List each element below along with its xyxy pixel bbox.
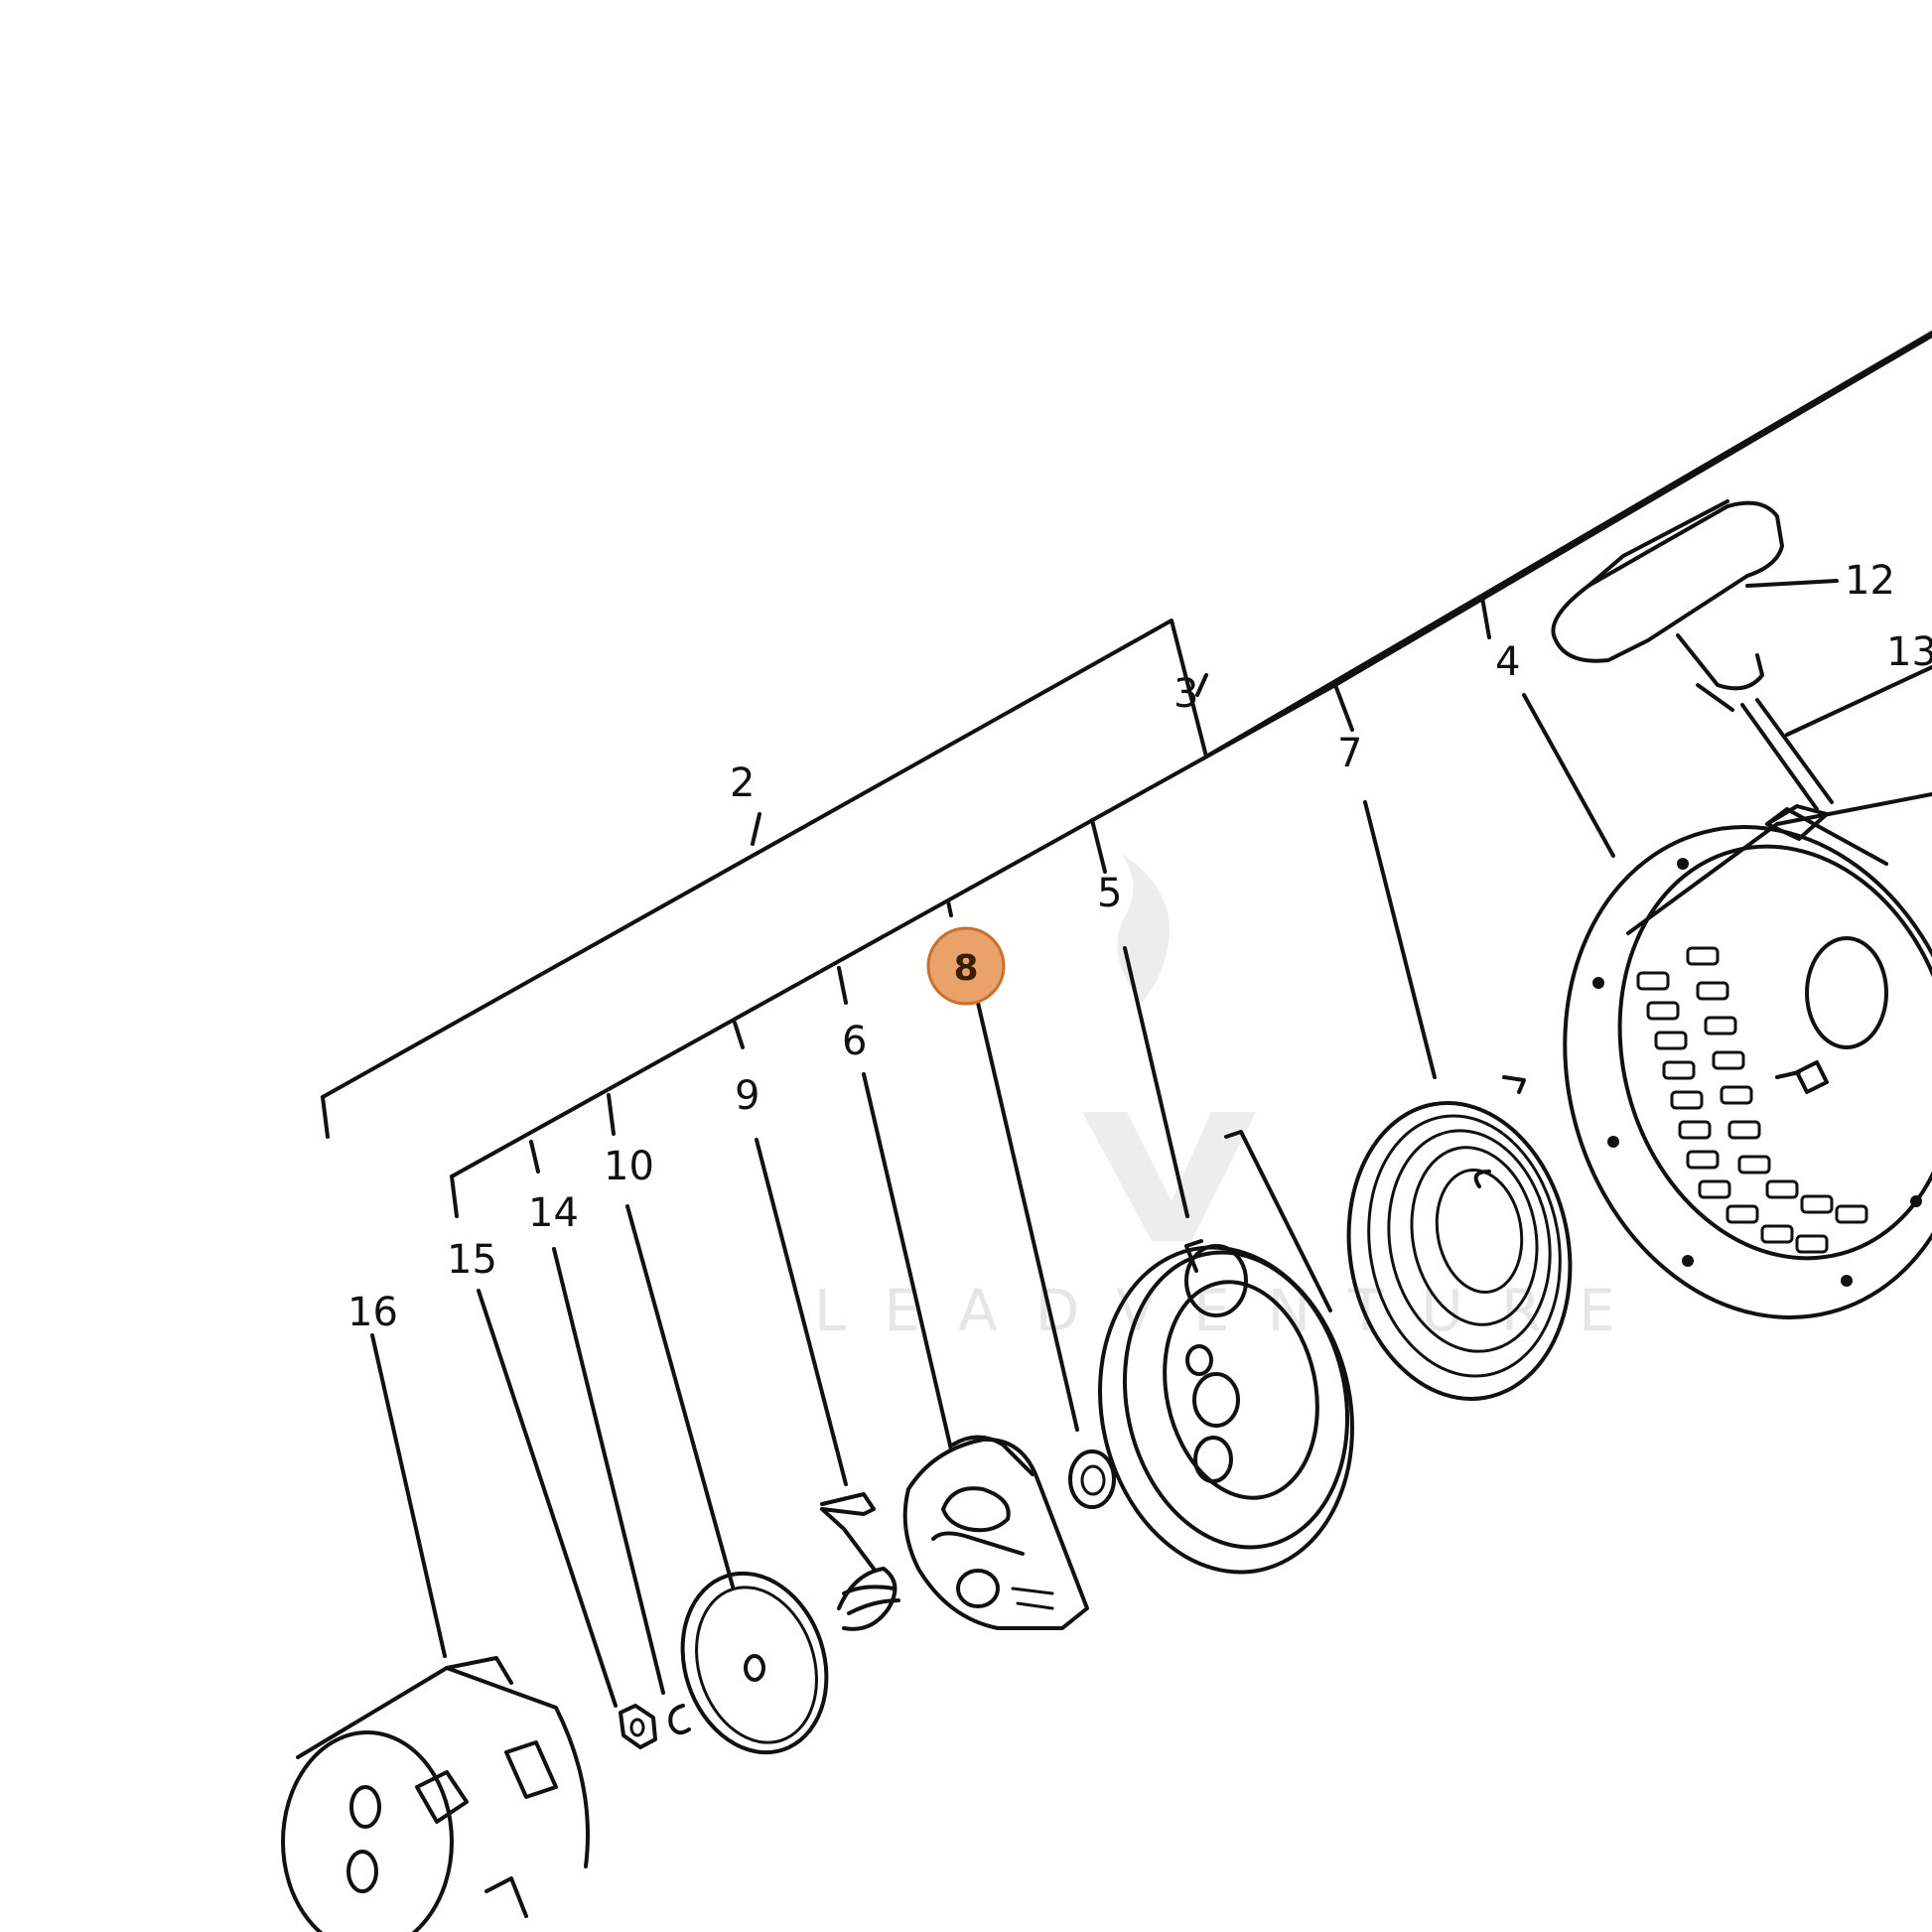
callout-13[interactable]: 13 xyxy=(1886,629,1932,675)
part-6-pawl-plate xyxy=(902,1435,1089,1630)
callout-7[interactable]: 7 xyxy=(1337,731,1362,776)
callout-15[interactable]: 15 xyxy=(447,1237,497,1283)
callout-10[interactable]: 10 xyxy=(604,1144,654,1189)
callout-2[interactable]: 2 xyxy=(730,760,755,806)
part-7-recoil-spring xyxy=(1346,1075,1573,1401)
part-14-clip xyxy=(668,1704,691,1735)
part-8-washer xyxy=(1068,1449,1116,1509)
part-10-disk xyxy=(680,1571,829,1755)
callout-6[interactable]: 6 xyxy=(842,1019,867,1064)
callout-labels: 2 3 4 5 6 7 9 10 12 13 14 15 16 xyxy=(347,558,1932,1335)
callout-3[interactable]: 3 xyxy=(1173,671,1198,717)
callout-9[interactable]: 9 xyxy=(735,1073,759,1119)
callout-4[interactable]: 4 xyxy=(1495,639,1520,685)
callout-16[interactable]: 16 xyxy=(347,1290,398,1335)
callout-8[interactable]: 8 xyxy=(953,948,978,989)
highlight-circle[interactable] xyxy=(926,926,1006,1006)
part-12-handle xyxy=(1551,499,1784,712)
part-5-pulley xyxy=(1098,1130,1354,1575)
callout-5[interactable]: 5 xyxy=(1097,871,1122,916)
part-15-nut xyxy=(619,1704,657,1749)
part-9-spring xyxy=(820,1492,900,1631)
housing-slots xyxy=(1636,946,1868,1254)
watermark-text: LEADVENTURE xyxy=(814,1277,1653,1344)
part-16-starter-cup xyxy=(281,1656,590,1932)
callout-14[interactable]: 14 xyxy=(528,1190,579,1236)
callout-8-highlight[interactable]: 8 xyxy=(926,926,1006,1006)
part-13-rope xyxy=(1740,698,1834,841)
leader-lines xyxy=(321,331,1932,1708)
callout-12[interactable]: 12 xyxy=(1845,558,1895,604)
